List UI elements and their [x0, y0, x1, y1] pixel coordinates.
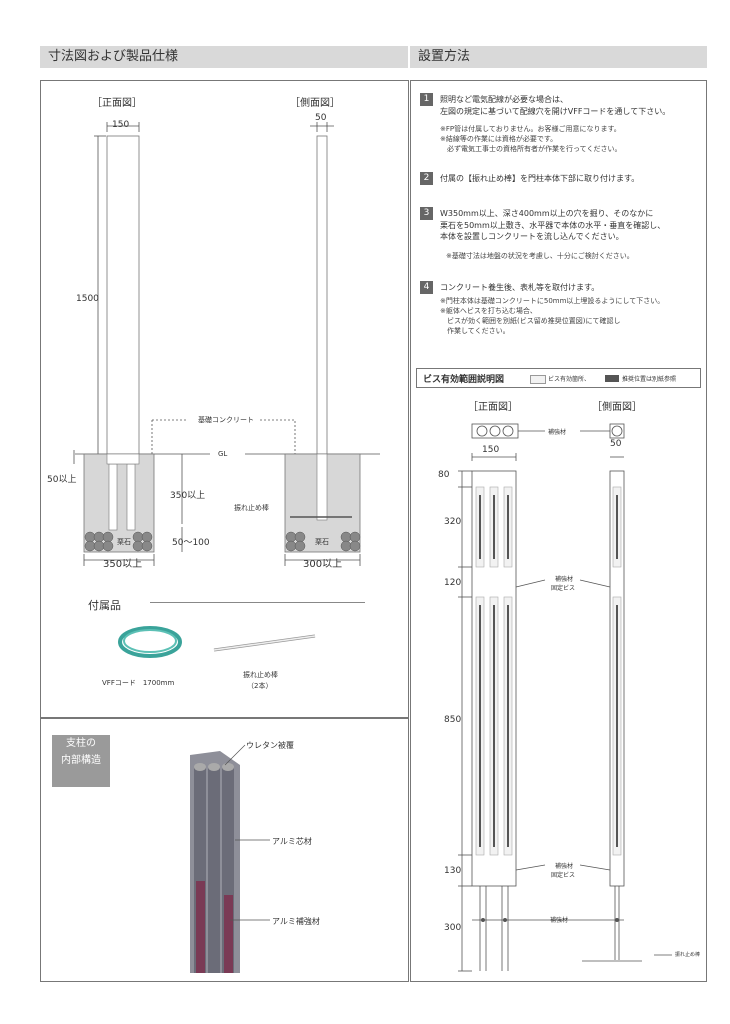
installation-panel	[410, 80, 707, 982]
fix-screw-label-1a: 補強材	[555, 576, 574, 583]
side-view-label: ［側面図］	[290, 98, 340, 109]
accessories-title: 付属品	[88, 599, 121, 612]
step-4-number: 4	[420, 281, 433, 294]
dim-width-150: 150	[112, 120, 130, 130]
step-3-text: W350mm以上、深さ400mm以上の穴を掘り、そのなかに 栗石を50mm以上敷…	[440, 209, 666, 241]
step-2-number: 2	[420, 172, 433, 185]
dim-80: 80	[438, 470, 450, 480]
stop-bar-name: 振れ止め棒	[243, 671, 278, 679]
legend-recommended-label: 推奨位置は別紙参照	[622, 376, 677, 383]
dim-depth-50: 50以上	[47, 475, 77, 485]
gravel-label-side: 栗石	[315, 538, 329, 546]
dim-120: 120	[444, 578, 462, 588]
screw-range-drawing	[458, 423, 672, 972]
screw-side-view-label: ［側面図］	[592, 402, 642, 413]
dim-height-1500: 1500	[76, 294, 99, 304]
legend-valid-label: ビス有効箇所、	[548, 376, 591, 383]
screw-dim-50: 50	[610, 439, 622, 449]
fix-screw-label-1b: 固定ビス	[551, 585, 576, 592]
dimension-drawing	[73, 122, 380, 566]
legend-valid-swatch	[530, 375, 546, 384]
step-2-text: 付属の【振れ止め棒】を門柱本体下部に取り付けます。	[440, 174, 640, 183]
structure-badge: 支柱の 内部構造	[52, 735, 110, 787]
concrete-label: 基礎コンクリート	[198, 416, 254, 424]
step-3-number: 3	[420, 207, 433, 220]
vff-cord-image	[118, 626, 182, 658]
structure-badge-line1: 支柱の	[66, 738, 96, 749]
step-1-number: 1	[420, 93, 433, 106]
dim-foundation-300: 300以上	[303, 559, 343, 570]
step-3-note: ※基礎寸法は地盤の状況を考慮し、十分にご検討ください。	[446, 252, 634, 260]
screw-dim-150: 150	[482, 445, 500, 455]
accessories-divider	[150, 602, 365, 603]
step-4-text: コンクリート養生後、表札等を取付けます。	[440, 283, 600, 292]
dim-130: 130	[444, 866, 462, 876]
dim-gravel-thickness: 50〜100	[172, 538, 210, 548]
stop-bar-image	[213, 634, 316, 652]
step-1-text: 照明など電気配線が必要な場合は、 左図の規定に基づいて配線穴を開けVFFコードを…	[440, 95, 671, 116]
fix-screw-label-2a: 補強材	[555, 863, 574, 870]
legend-recommended-swatch	[605, 375, 619, 382]
section-header-dimensions: 寸法図および製品仕様	[40, 46, 408, 68]
step-4-note: ※門柱本体は基礎コンクリートに50mm以上埋設るようにして下さい。 ※躯体へビス…	[440, 297, 665, 335]
reinforce-bottom-label: 補強材	[550, 917, 569, 924]
structure-leaders	[224, 744, 270, 921]
alu-core-label: アルミ芯材	[272, 837, 312, 846]
screw-range-title: ビス有効範囲説明図	[423, 375, 505, 385]
fix-screw-label-2b: 固定ビス	[551, 872, 576, 879]
section-header-installation: 設置方法	[410, 46, 707, 68]
gl-label: GL	[218, 450, 228, 458]
pillar-cross-section	[190, 751, 240, 973]
stop-bar-label: 振れ止め棒	[234, 504, 269, 512]
reinforce-top-label: 補強材	[548, 429, 567, 436]
dim-foundation-350: 350以上	[103, 559, 143, 570]
dim-depth-350: 350以上	[170, 491, 206, 501]
screw-range-header	[416, 368, 701, 388]
vff-cord-label: VFFコード 1700mm	[102, 679, 175, 687]
step-1-note: ※FP管は付属しておりません。お客様ご用意になります。 ※結線等の作業には資格が…	[440, 125, 622, 153]
front-view-label: ［正面図］	[92, 98, 142, 109]
screw-stop-bar-label: 振れ止め棒	[675, 952, 701, 958]
screw-front-view-label: ［正面図］	[468, 402, 518, 413]
dim-300: 300	[444, 923, 462, 933]
gravel-label-front: 栗石	[117, 538, 131, 546]
structure-panel	[40, 718, 409, 982]
dim-320: 320	[444, 517, 462, 527]
dim-850: 850	[444, 715, 462, 725]
urethane-label: ウレタン被覆	[246, 741, 294, 750]
structure-badge-line2: 内部構造	[61, 755, 101, 766]
alu-reinforce-label: アルミ補強材	[272, 917, 320, 926]
dim-width-50: 50	[315, 113, 327, 123]
stop-bar-quantity: （2本）	[247, 682, 273, 690]
dimension-panel	[40, 80, 409, 718]
